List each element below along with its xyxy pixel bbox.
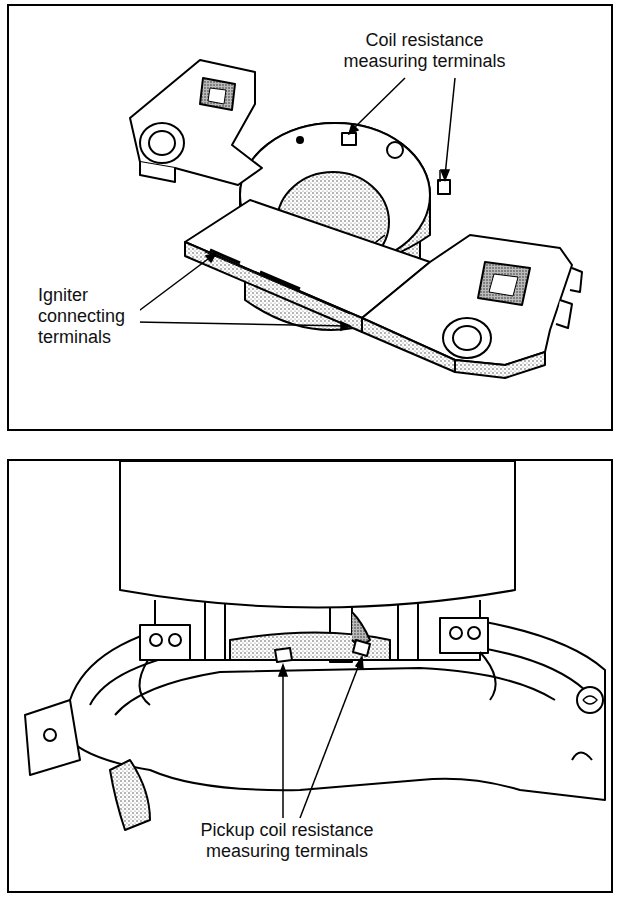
panel-frame [8, 460, 612, 892]
leader-line [136, 78, 455, 330]
part-label: Coil resistance measuring terminals [330, 30, 519, 72]
bracket-drawing [130, 60, 582, 378]
distributor-drawing [25, 461, 605, 830]
part-label: Pickup coil resistance measuring termina… [170, 820, 404, 862]
part-label: Igniter connecting terminals [36, 285, 140, 348]
leader-line [279, 657, 363, 818]
panel-frame [8, 5, 612, 430]
